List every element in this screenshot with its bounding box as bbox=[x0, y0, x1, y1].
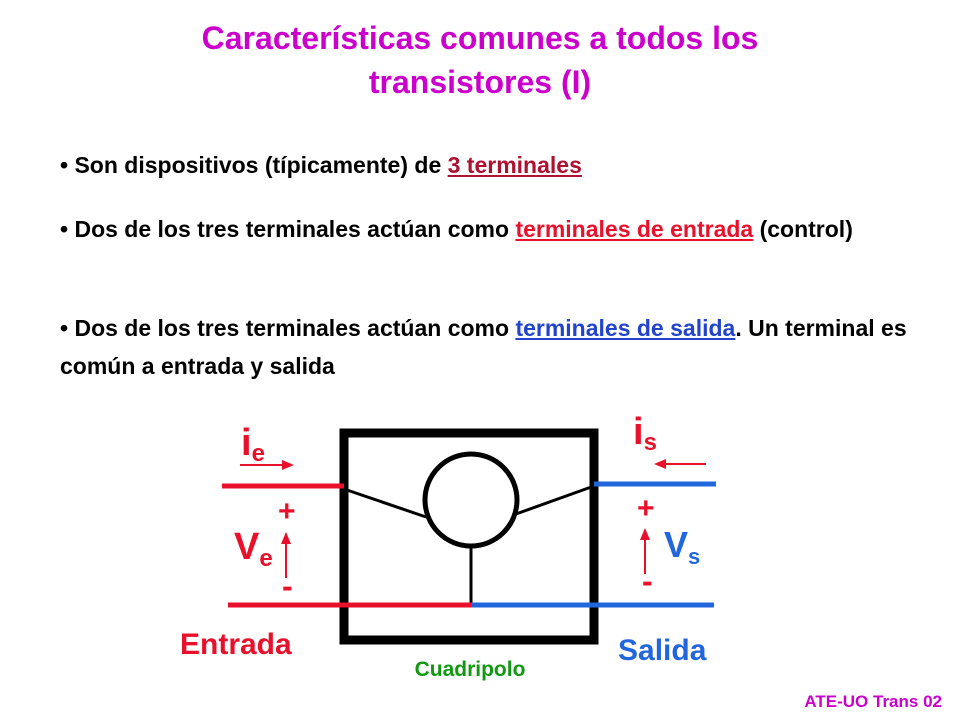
output-voltage-arrowhead-icon bbox=[640, 528, 650, 540]
bullet-highlight: 3 terminales bbox=[447, 152, 582, 178]
output-voltage-minus: - bbox=[642, 563, 653, 599]
title-line-2: transistores (I) bbox=[368, 64, 592, 100]
bullet-1: • Son dispositivos (típicamente) de 3 te… bbox=[60, 146, 920, 184]
slide-title: Características comunes a todos los tran… bbox=[80, 16, 880, 104]
input-voltage-minus: - bbox=[282, 568, 293, 604]
input-voltage-label: Ve bbox=[234, 526, 273, 572]
bullet-highlight: terminales de entrada bbox=[515, 216, 754, 242]
quadripole-box bbox=[339, 428, 599, 645]
bullet-marker: • bbox=[60, 315, 69, 341]
input-voltage-plus: + bbox=[278, 495, 296, 528]
bullet-highlight: terminales de salida bbox=[515, 315, 736, 341]
output-current-label: is bbox=[633, 411, 657, 456]
output-voltage-plus: + bbox=[637, 492, 655, 525]
output-terminal-lead bbox=[515, 484, 595, 516]
bullet-3: • Dos de los tres terminales actúan como… bbox=[60, 309, 920, 385]
bullet-after: (control) bbox=[753, 216, 853, 242]
bullet-text: Dos de los tres terminales actúan como bbox=[74, 216, 516, 242]
bullet-2: • Dos de los tres terminales actúan como… bbox=[60, 210, 920, 248]
transistor-circle-icon bbox=[422, 451, 520, 549]
quadripole-label: Cuadripolo bbox=[415, 658, 526, 681]
output-voltage-label: Vs bbox=[664, 524, 700, 569]
output-current-arrowhead-icon bbox=[654, 459, 666, 469]
bullet-text: Son dispositivos (típicamente) de bbox=[74, 152, 448, 178]
slide-footer: ATE-UO Trans 02 bbox=[804, 692, 942, 711]
input-current-label: ie bbox=[241, 422, 265, 467]
title-line-1: Características comunes a todos los bbox=[201, 20, 759, 56]
output-port-label: Salida bbox=[618, 634, 707, 667]
input-current-arrowhead-icon bbox=[282, 460, 294, 470]
bullet-marker: • bbox=[60, 216, 69, 242]
bullet-text: Dos de los tres terminales actúan como bbox=[74, 315, 516, 341]
bullet-after: . Un terminal es común a entrada y salid… bbox=[60, 315, 907, 379]
input-voltage-arrowhead-icon bbox=[281, 532, 291, 544]
input-terminal-lead bbox=[343, 487, 427, 519]
bullet-marker: • bbox=[60, 152, 69, 178]
input-port-label: Entrada bbox=[180, 628, 292, 661]
